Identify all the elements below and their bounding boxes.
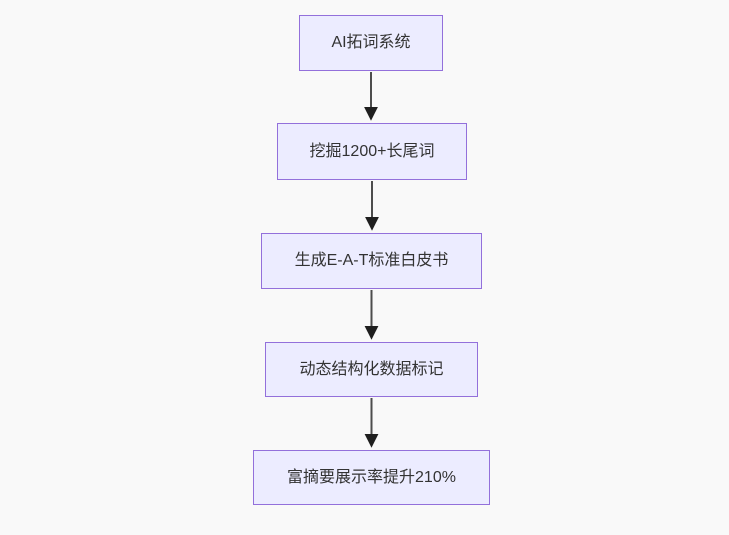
- flowchart-node-B: 挖掘1200+长尾词: [277, 123, 467, 180]
- node-label: AI拓词系统: [331, 34, 411, 52]
- flowchart-node-D: 动态结构化数据标记: [265, 342, 478, 397]
- node-label: 生成E-A-T标准白皮书: [294, 252, 449, 270]
- node-label: 富摘要展示率提升210%: [287, 468, 456, 486]
- flowchart-node-A: AI拓词系统: [299, 15, 443, 71]
- node-label: 动态结构化数据标记: [299, 360, 444, 378]
- flowchart-node-C: 生成E-A-T标准白皮书: [261, 233, 482, 289]
- node-label: 挖掘1200+长尾词: [309, 142, 435, 160]
- flowchart-node-E: 富摘要展示率提升210%: [253, 450, 490, 505]
